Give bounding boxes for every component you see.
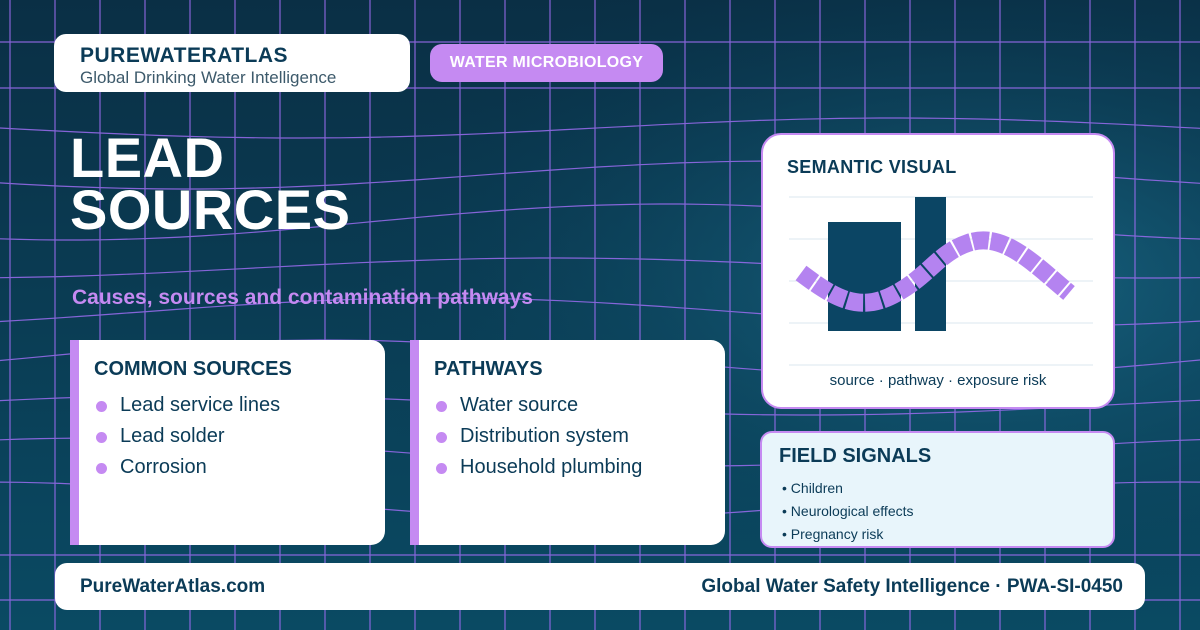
- list-item-label: Lead solder: [120, 425, 225, 447]
- field-signals-list: • Children • Neurological effects • Preg…: [782, 477, 914, 546]
- dot-icon: [96, 463, 107, 474]
- category-badge[interactable]: WATER MICROBIOLOGY: [430, 44, 663, 82]
- list-item: Water source: [434, 390, 642, 421]
- list-item-label: Distribution system: [460, 425, 629, 447]
- list-item: Lead solder: [94, 421, 280, 452]
- semantic-visual-graphic: [789, 196, 1093, 366]
- panel-heading: COMMON SOURCES: [94, 358, 292, 380]
- list-item-label: Corrosion: [120, 456, 207, 478]
- title-line-2: SOURCES: [70, 178, 351, 241]
- dot-icon: [436, 432, 447, 443]
- pathways-list: Water source Distribution system Househo…: [434, 390, 642, 483]
- list-item: Household plumbing: [434, 452, 642, 483]
- field-signals-card: FIELD SIGNALS • Children • Neurological …: [760, 431, 1115, 548]
- list-item: Corrosion: [94, 452, 280, 483]
- list-item-label: Household plumbing: [460, 456, 643, 478]
- title-line-1: LEAD: [70, 126, 225, 189]
- brand-card[interactable]: PUREWATERATLAS Global Drinking Water Int…: [54, 34, 410, 92]
- list-item-label: Water source: [460, 394, 579, 416]
- footer-site-link[interactable]: PureWaterAtlas.com: [80, 576, 266, 597]
- dot-icon: [436, 463, 447, 474]
- list-item-label: Lead service lines: [120, 394, 281, 416]
- dot-icon: [96, 432, 107, 443]
- semantic-visual-card: SEMANTIC VISUAL source · pathway · expos…: [761, 133, 1115, 409]
- footer-tagline: Global Water Safety Intelligence · PWA-S…: [701, 576, 1123, 597]
- page-subtitle: Causes, sources and contamination pathwa…: [72, 286, 533, 309]
- semantic-visual-caption: source · pathway · exposure risk: [829, 372, 1047, 389]
- field-signals-title: FIELD SIGNALS: [779, 445, 932, 467]
- panel-heading: PATHWAYS: [434, 358, 543, 380]
- list-item: Distribution system: [434, 421, 642, 452]
- source-bar: [828, 222, 901, 331]
- sources-list: Lead service lines Lead solder Corrosion: [94, 390, 280, 483]
- page-title: LEAD SOURCES: [70, 126, 351, 241]
- semantic-visual-title: SEMANTIC VISUAL: [787, 157, 957, 177]
- pathways-panel: PATHWAYS Water source Distribution syste…: [410, 340, 725, 545]
- panel-accent-bar: [70, 340, 79, 545]
- brand-tagline: Global Drinking Water Intelligence: [80, 68, 337, 87]
- footer-bar: PureWaterAtlas.com Global Water Safety I…: [55, 563, 1145, 610]
- list-item: • Pregnancy risk: [782, 526, 884, 542]
- panel-accent-bar: [410, 340, 419, 545]
- dot-icon: [96, 401, 107, 412]
- list-item: • Neurological effects: [782, 503, 914, 519]
- brand-name: PUREWATERATLAS: [80, 44, 289, 67]
- dot-icon: [436, 401, 447, 412]
- grid-line-wave: [0, 117, 1200, 139]
- exposure-risk-curve: [795, 231, 1075, 312]
- common-sources-panel: COMMON SOURCES Lead service lines Lead s…: [70, 340, 385, 545]
- list-item: • Children: [782, 480, 843, 496]
- list-item: Lead service lines: [94, 390, 280, 421]
